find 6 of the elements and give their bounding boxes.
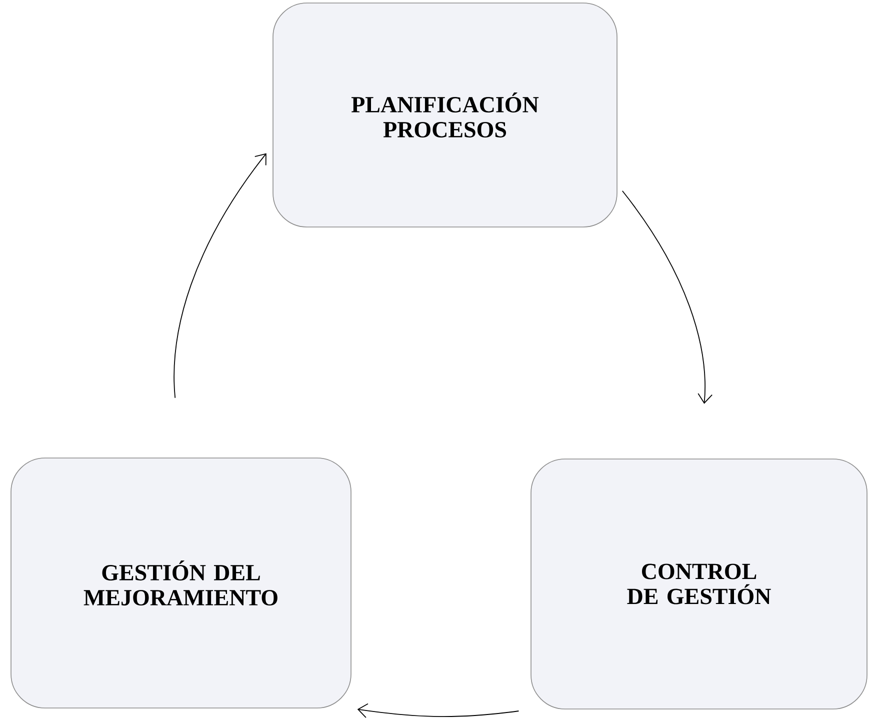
arrow [174,153,266,398]
process-box: CONTROL DE GESTIÓN [530,458,868,710]
arrow [622,190,713,404]
arrow [357,703,520,718]
process-box: PLANIFICACIÓN PROCESOS [272,2,618,228]
process-box: GESTIÓN DEL MEJORAMIENTO [10,458,352,708]
